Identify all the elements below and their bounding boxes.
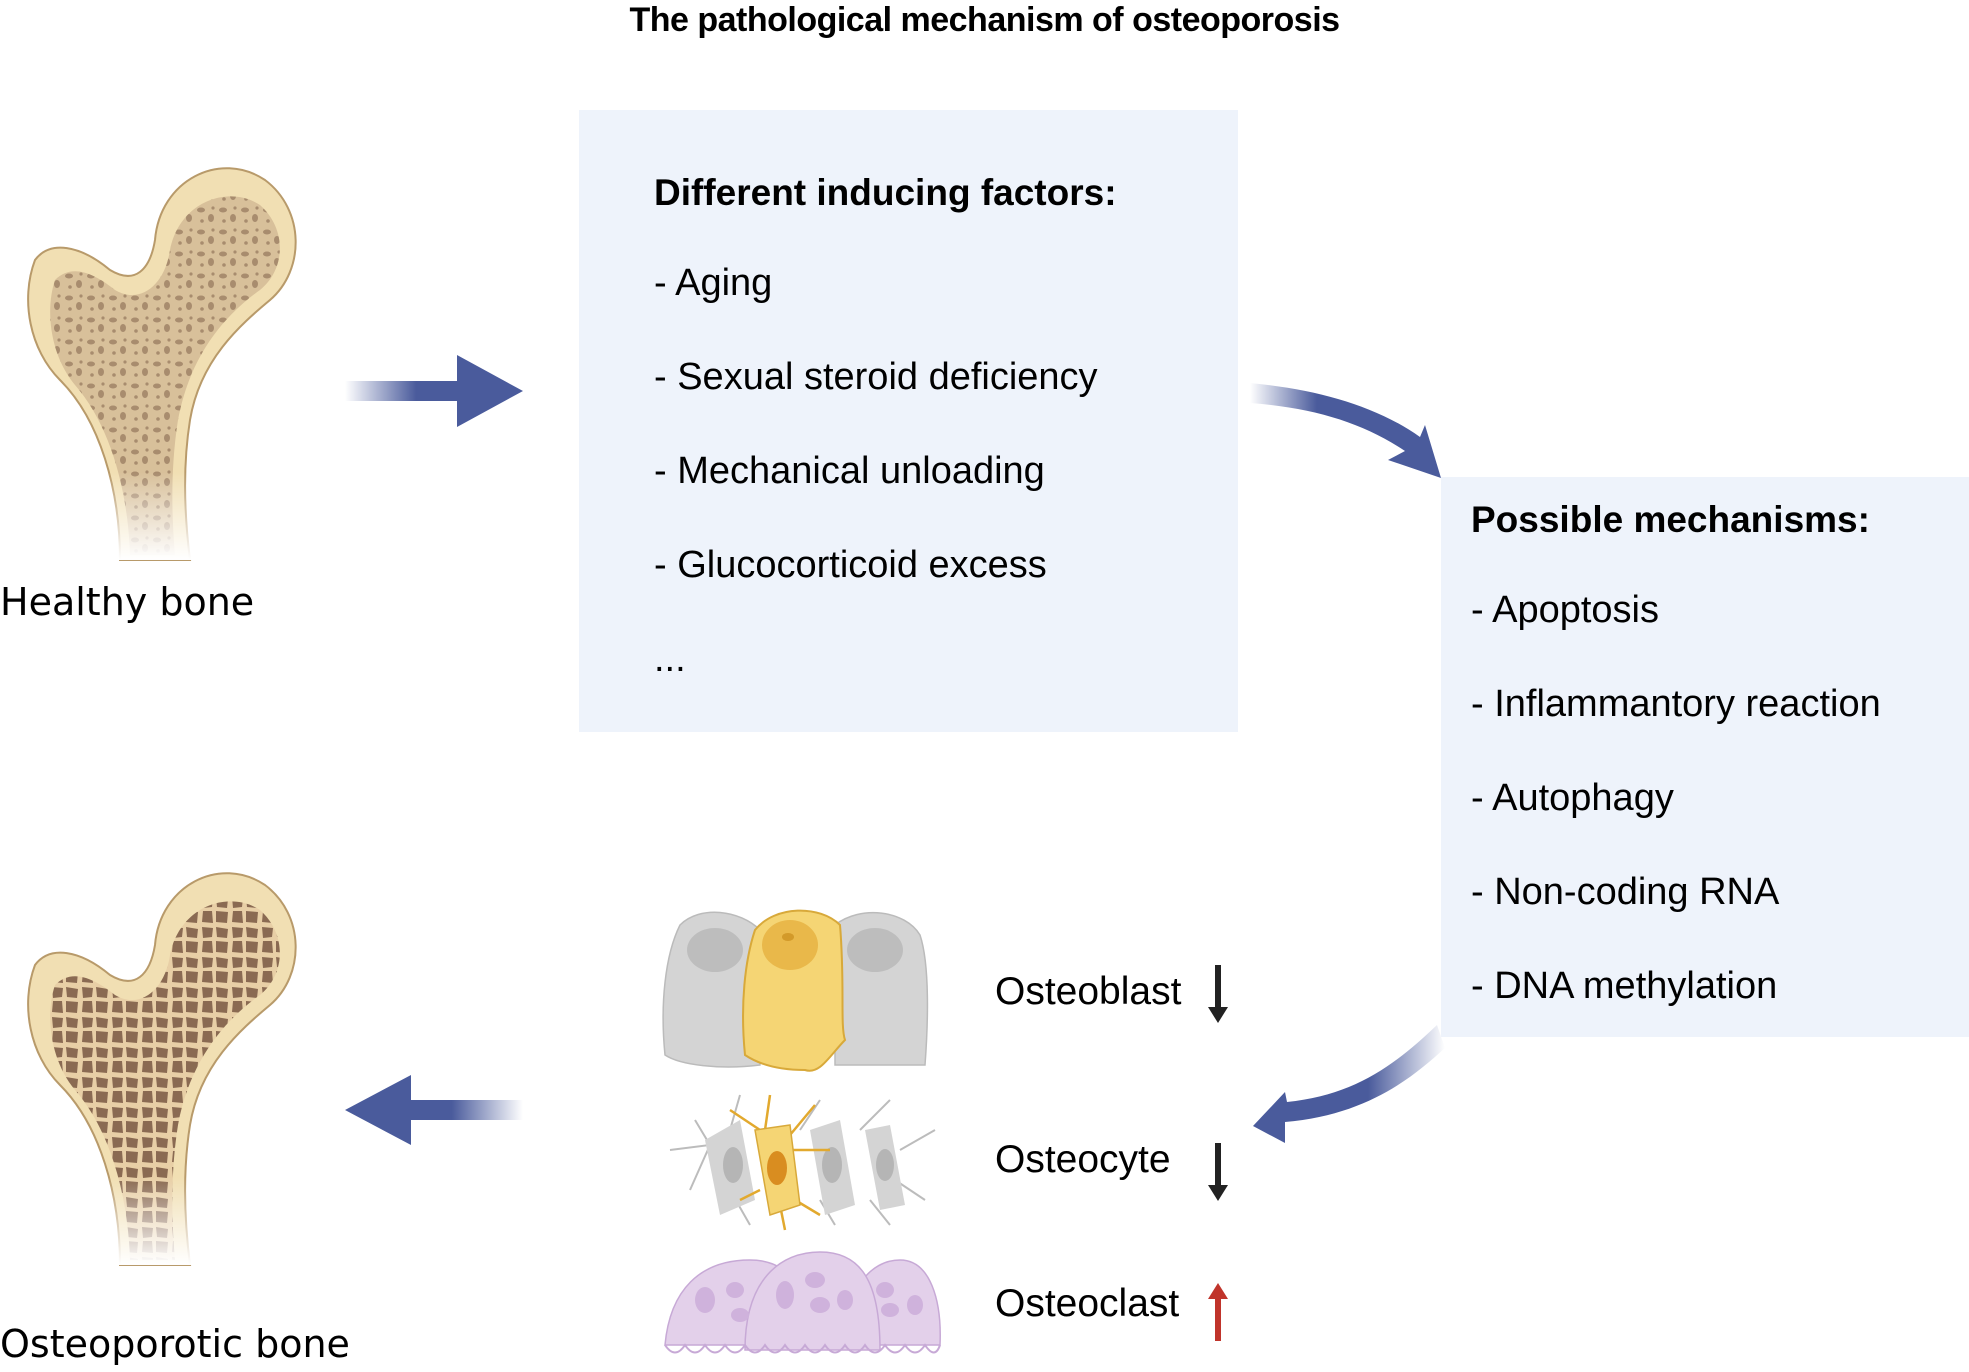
right-arrow-icon <box>345 355 523 427</box>
curved-arrow-down-right-icon <box>1250 383 1441 478</box>
left-arrow-icon <box>345 1075 523 1145</box>
curved-arrow-down-left-icon <box>1253 1025 1445 1143</box>
osteoblast-cells-icon <box>662 909 929 1072</box>
factor-item: - Aging <box>654 262 773 304</box>
osteocyte-cells-icon <box>669 1094 936 1231</box>
mechanism-item: - Autophagy <box>1471 777 1674 819</box>
mechanism-item: - Non-coding RNA <box>1471 871 1780 913</box>
up-arrow-icon <box>1208 1283 1228 1341</box>
healthy-femur-icon <box>20 160 320 561</box>
osteoporotic-femur-icon <box>20 865 320 1266</box>
osteoclast-cells-icon <box>664 1251 941 1354</box>
inducing-factors-box: Different inducing factors: - Aging - Se… <box>579 110 1238 732</box>
mechanism-item: - Apoptosis <box>1471 589 1659 631</box>
down-arrow-icon <box>1208 1143 1228 1201</box>
factor-item: ... <box>654 638 686 680</box>
inducing-factors-heading: Different inducing factors: <box>654 172 1117 213</box>
down-arrow-icon <box>1208 965 1228 1023</box>
mechanism-item: - DNA methylation <box>1471 965 1778 1007</box>
mechanisms-heading: Possible mechanisms: <box>1471 499 1870 540</box>
factor-item: - Mechanical unloading <box>654 450 1045 492</box>
factor-item: - Glucocorticoid excess <box>654 544 1047 586</box>
osteoblast-label: Osteoblast <box>995 970 1182 1013</box>
osteoporotic-bone-label: Osteoporotic bone <box>0 1322 350 1366</box>
osteoclast-label: Osteoclast <box>995 1282 1180 1325</box>
factor-item: - Sexual steroid deficiency <box>654 356 1098 398</box>
mechanism-item: - Inflammantory reaction <box>1471 683 1881 725</box>
osteocyte-label: Osteocyte <box>995 1138 1171 1181</box>
healthy-bone-label: Healthy bone <box>0 580 255 624</box>
diagram-title: The pathological mechanism of osteoporos… <box>629 1 1340 39</box>
mechanisms-box: Possible mechanisms: - Apoptosis - Infla… <box>1441 477 1969 1037</box>
